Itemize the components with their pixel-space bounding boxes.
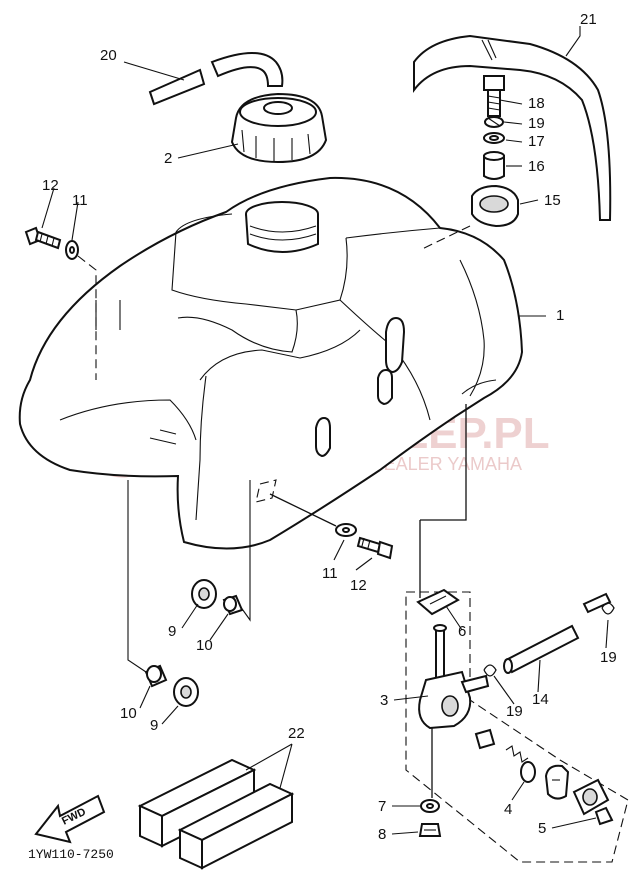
callout-12-upper: 12 (42, 177, 59, 194)
callout-17: 19 (528, 115, 545, 132)
part-16-bolt (483, 75, 505, 117)
callout-1: 1 (556, 307, 564, 324)
callout-4: 4 (504, 801, 512, 818)
callout-13: 15 (544, 192, 561, 209)
part-2-fuel-cap (230, 92, 328, 164)
part-21-cover (413, 34, 612, 221)
part-18-hose-tip (582, 592, 612, 614)
callout-10-upper: 10 (196, 637, 213, 654)
guide-line-9-right (239, 480, 251, 622)
part-10-collar-upper (222, 594, 244, 616)
guide-line-13 (419, 225, 471, 251)
part-7-washer (420, 799, 440, 813)
callout-8: 8 (378, 826, 386, 843)
part-lever (544, 764, 570, 800)
callout-9-upper: 9 (168, 623, 176, 640)
callout-10-lower: 10 (120, 705, 137, 722)
part-10-collar-lower (144, 664, 168, 688)
callout-7: 7 (378, 798, 386, 815)
leader-lines (41, 26, 609, 835)
callout-11-upper: 11 (72, 192, 88, 209)
callout-5: 5 (538, 820, 546, 837)
part-6-gasket (416, 588, 460, 616)
part-12-bolt-lower (356, 536, 394, 560)
part-11-washer-upper (65, 240, 79, 260)
callout-3: 3 (380, 692, 388, 709)
part-plunger (474, 728, 496, 750)
callout-15: 17 (528, 133, 545, 150)
callout-20: 20 (100, 47, 117, 64)
diagram-code: 1YW110-7250 (28, 847, 114, 862)
guide-line-12-lower (269, 493, 337, 527)
part-8-drain-screw (418, 823, 442, 837)
part-9-damper-upper (191, 579, 217, 609)
part-4-o-ring (520, 761, 536, 783)
callout-18: 14 (532, 691, 549, 708)
callout-16: 18 (528, 95, 545, 112)
callout-22: 22 (288, 725, 305, 742)
callout-19-right: 19 (600, 649, 617, 666)
part-14-collar (483, 151, 505, 180)
callout-2: 2 (164, 150, 172, 167)
part-3-assembly-box (405, 591, 629, 863)
part-19-clip-left (483, 664, 497, 677)
callout-12-lower: 12 (350, 577, 367, 594)
callout-9-lower: 9 (150, 717, 158, 734)
part-18-fuel-hose (503, 624, 580, 674)
guide-line-10-left (127, 480, 147, 673)
callout-19-left: 19 (506, 703, 523, 720)
part-spring (505, 745, 529, 763)
callout-11-lower: 11 (322, 565, 338, 582)
part-12-bolt-upper (24, 226, 62, 250)
part-5-screw (594, 806, 614, 826)
callout-6: 6 (458, 623, 466, 640)
part-plate (572, 778, 610, 816)
part-22-damper-right (177, 782, 295, 870)
fwd-arrow-icon: FWD (34, 794, 106, 844)
part-11-washer-lower (335, 523, 357, 537)
callout-14: 16 (528, 158, 545, 175)
part-13-grommet (471, 184, 519, 228)
part-3-fuel-cock (418, 624, 490, 730)
guide-line-12-upper (77, 255, 97, 380)
part-20-breather-hose (148, 52, 284, 106)
callout-21: 21 (580, 11, 597, 28)
part-15-washer (483, 132, 505, 144)
callout-labels: 20 2 21 18 19 17 16 15 1 12 11 11 12 9 1… (42, 11, 617, 843)
part-17-lock-washer (484, 116, 504, 128)
part-9-damper-lower (173, 677, 199, 707)
guide-line-3 (420, 404, 467, 521)
part-1-fuel-tank (18, 176, 524, 550)
